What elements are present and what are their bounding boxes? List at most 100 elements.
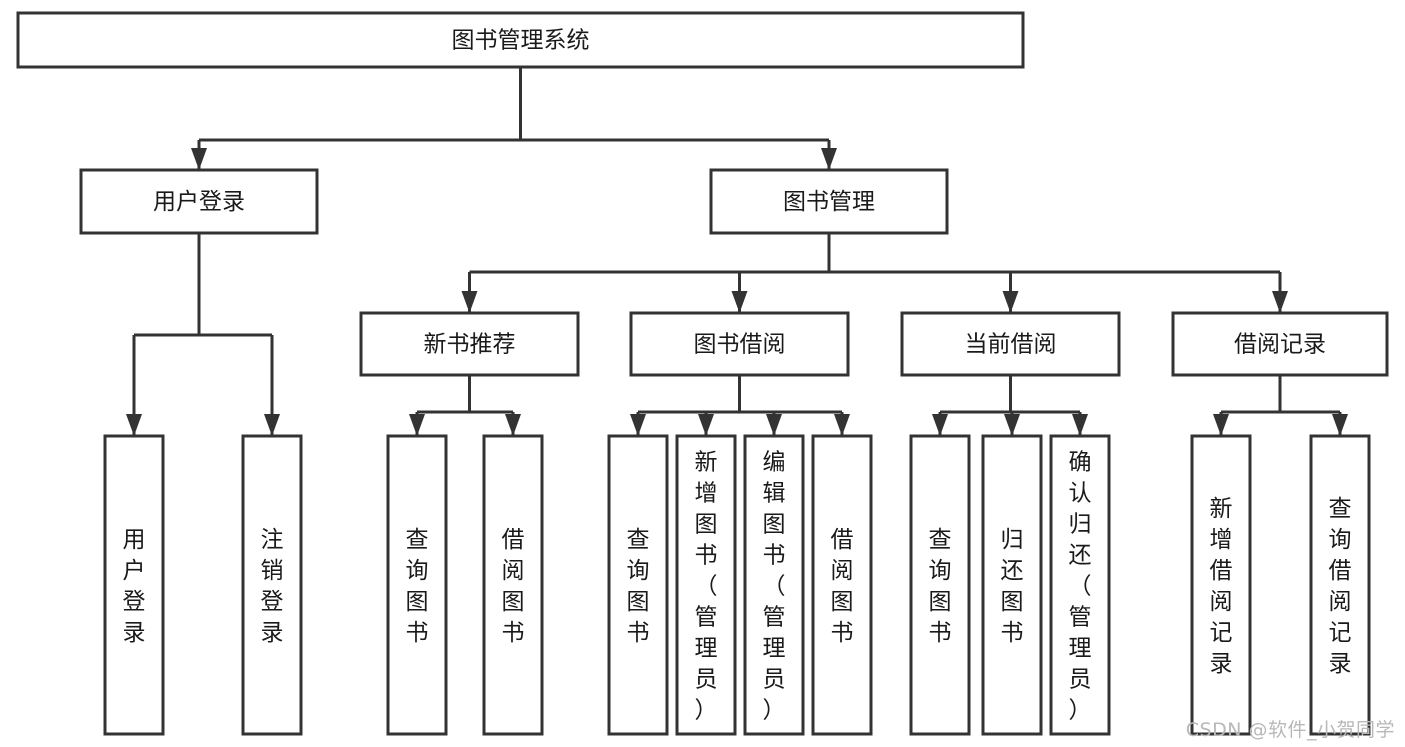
bookmanage-to-level3-arrow-3 [1272, 291, 1288, 313]
node-leaf-user-logout-label-char: 注 [261, 527, 284, 553]
l3-1-to-leaves-arrow-2 [766, 414, 782, 436]
l3-1-to-leaves-arrow-1 [698, 414, 714, 436]
l3-2-to-leaves-arrow-2 [1072, 414, 1088, 436]
root-to-level2-arrow-1 [821, 148, 837, 170]
node-leaf-borrow-book-1-label-char: 图 [502, 589, 525, 615]
node-leaf-confirm-return-label-char: 归 [1069, 512, 1092, 538]
node-new-book-recommend[interactable]: 新书推荐 [359, 311, 580, 377]
node-user-login[interactable]: 用户登录 [79, 168, 319, 235]
node-leaf-add-record-label-char: 记 [1210, 620, 1233, 646]
node-leaf-query-record-label-char: 记 [1329, 620, 1352, 646]
node-leaf-add-book-label-char: ） [695, 698, 718, 724]
node-leaf-user-logout-label-char: 销 [261, 558, 284, 584]
node-leaf-add-record-label-char: 录 [1210, 651, 1233, 677]
node-leaf-query-book-2-label-char: 询 [627, 558, 650, 584]
node-user-login-label: 用户登录 [153, 189, 245, 215]
node-current-borrow[interactable]: 当前借阅 [900, 311, 1121, 377]
node-leaf-return-book-label-char: 书 [1001, 620, 1024, 646]
node-book-borrow-label: 图书借阅 [694, 332, 786, 358]
node-user-login-rect [79, 168, 319, 235]
node-leaf-return-book-label-char: 还 [1001, 558, 1024, 584]
node-leaf-query-record-rect [1309, 434, 1371, 736]
node-leaf-user-login-label-char: 户 [123, 558, 146, 584]
node-leaf-return-book-label-char: 图 [1001, 589, 1024, 615]
node-leaf-user-logout-rect [241, 434, 303, 736]
node-book-manage[interactable]: 图书管理 [709, 168, 949, 235]
node-leaf-query-record-label-char: 借 [1329, 558, 1352, 584]
node-leaf-query-book-1-label-char: 查 [406, 527, 429, 553]
node-leaf-edit-book-label-char: 编 [763, 450, 786, 476]
node-book-borrow[interactable]: 图书借阅 [629, 311, 850, 377]
node-current-borrow-rect [900, 311, 1121, 377]
node-leaf-edit-book-label-char: ） [763, 698, 786, 724]
node-leaf-add-book-label-char: 书 [695, 543, 718, 569]
l3-1-to-leaves-arrow-0 [630, 414, 646, 436]
root-to-level2-arrow-0 [191, 148, 207, 170]
node-current-borrow-label: 当前借阅 [965, 332, 1057, 358]
node-leaf-confirm-return-label-char: ） [1069, 698, 1092, 724]
node-leaf-query-book-3-label-char: 查 [929, 527, 952, 553]
userlogin-to-leaves-arrow-0 [126, 414, 142, 436]
node-borrow-record-label: 借阅记录 [1234, 332, 1326, 358]
node-leaf-confirm-return-label-char: 认 [1069, 481, 1092, 507]
node-leaf-borrow-book-2-label-char: 阅 [831, 558, 854, 584]
node-leaf-add-record-label-char: 阅 [1210, 589, 1233, 615]
node-leaf-borrow-book-2-label-char: 图 [831, 589, 854, 615]
node-root-label: 图书管理系统 [452, 28, 590, 54]
node-leaf-query-record-label-char: 询 [1329, 527, 1352, 553]
node-leaf-add-book-label-char: 管 [695, 605, 718, 631]
node-leaf-query-book-2-label-char: 查 [627, 527, 650, 553]
node-leaf-edit-book-rect [743, 434, 805, 736]
node-leaf-add-book-label-char: 增 [695, 481, 718, 507]
node-leaf-query-book-3-label-char: 询 [929, 558, 952, 584]
connector-lines-group [126, 67, 1348, 436]
node-leaf-query-record-label-char: 阅 [1329, 589, 1352, 615]
node-book-borrow-rect [629, 311, 850, 377]
node-book-manage-label: 图书管理 [783, 189, 875, 215]
node-borrow-record-rect [1171, 311, 1389, 377]
node-leaf-user-login[interactable]: 用户登录 [103, 434, 165, 736]
node-book-manage-rect [709, 168, 949, 235]
node-leaf-query-record-label-char: 录 [1329, 651, 1352, 677]
node-leaf-user-login-rect [103, 434, 165, 736]
node-leaf-add-record-label-char: 新 [1210, 496, 1233, 522]
node-leaf-confirm-return-label-char: 确 [1069, 450, 1092, 476]
node-leaf-user-logout-label-char: 登 [261, 589, 284, 615]
node-leaf-add-record-label-char: 增 [1210, 527, 1233, 553]
node-leaf-user-login-label-char: 登 [123, 589, 146, 615]
node-leaf-borrow-book-2-label-char: 借 [831, 527, 854, 553]
node-leaf-borrow-book-2-label-char: 书 [831, 620, 854, 646]
node-borrow-record[interactable]: 借阅记录 [1171, 311, 1389, 377]
node-leaf-confirm-return-rect [1049, 434, 1111, 736]
node-leaf-borrow-book-1-rect [482, 434, 544, 736]
node-root[interactable]: 图书管理系统 [16, 11, 1025, 69]
node-leaf-add-record-rect [1190, 434, 1252, 736]
node-leaf-user-logout-label-char: 录 [261, 620, 284, 646]
node-leaf-edit-book-label-char: （ [763, 574, 786, 600]
node-leaf-add-book-rect [675, 434, 737, 736]
node-leaf-confirm-return-label-char: 还 [1069, 543, 1092, 569]
node-leaf-edit-book-label-char: 辑 [763, 481, 786, 507]
nodes-group: 图书管理系统用户登录图书管理新书推荐图书借阅当前借阅借阅记录用户登录注销登录查询… [16, 11, 1389, 736]
node-leaf-borrow-book-2-rect [811, 434, 873, 736]
userlogin-to-leaves-arrow-1 [264, 414, 280, 436]
node-leaf-query-book-3-rect [909, 434, 971, 736]
node-leaf-return-book-label-char: 归 [1001, 527, 1024, 553]
node-leaf-edit-book-label-char: 理 [763, 636, 786, 662]
bookmanage-to-level3-arrow-2 [1002, 291, 1019, 313]
node-leaf-query-book-1-label-char: 图 [406, 589, 429, 615]
